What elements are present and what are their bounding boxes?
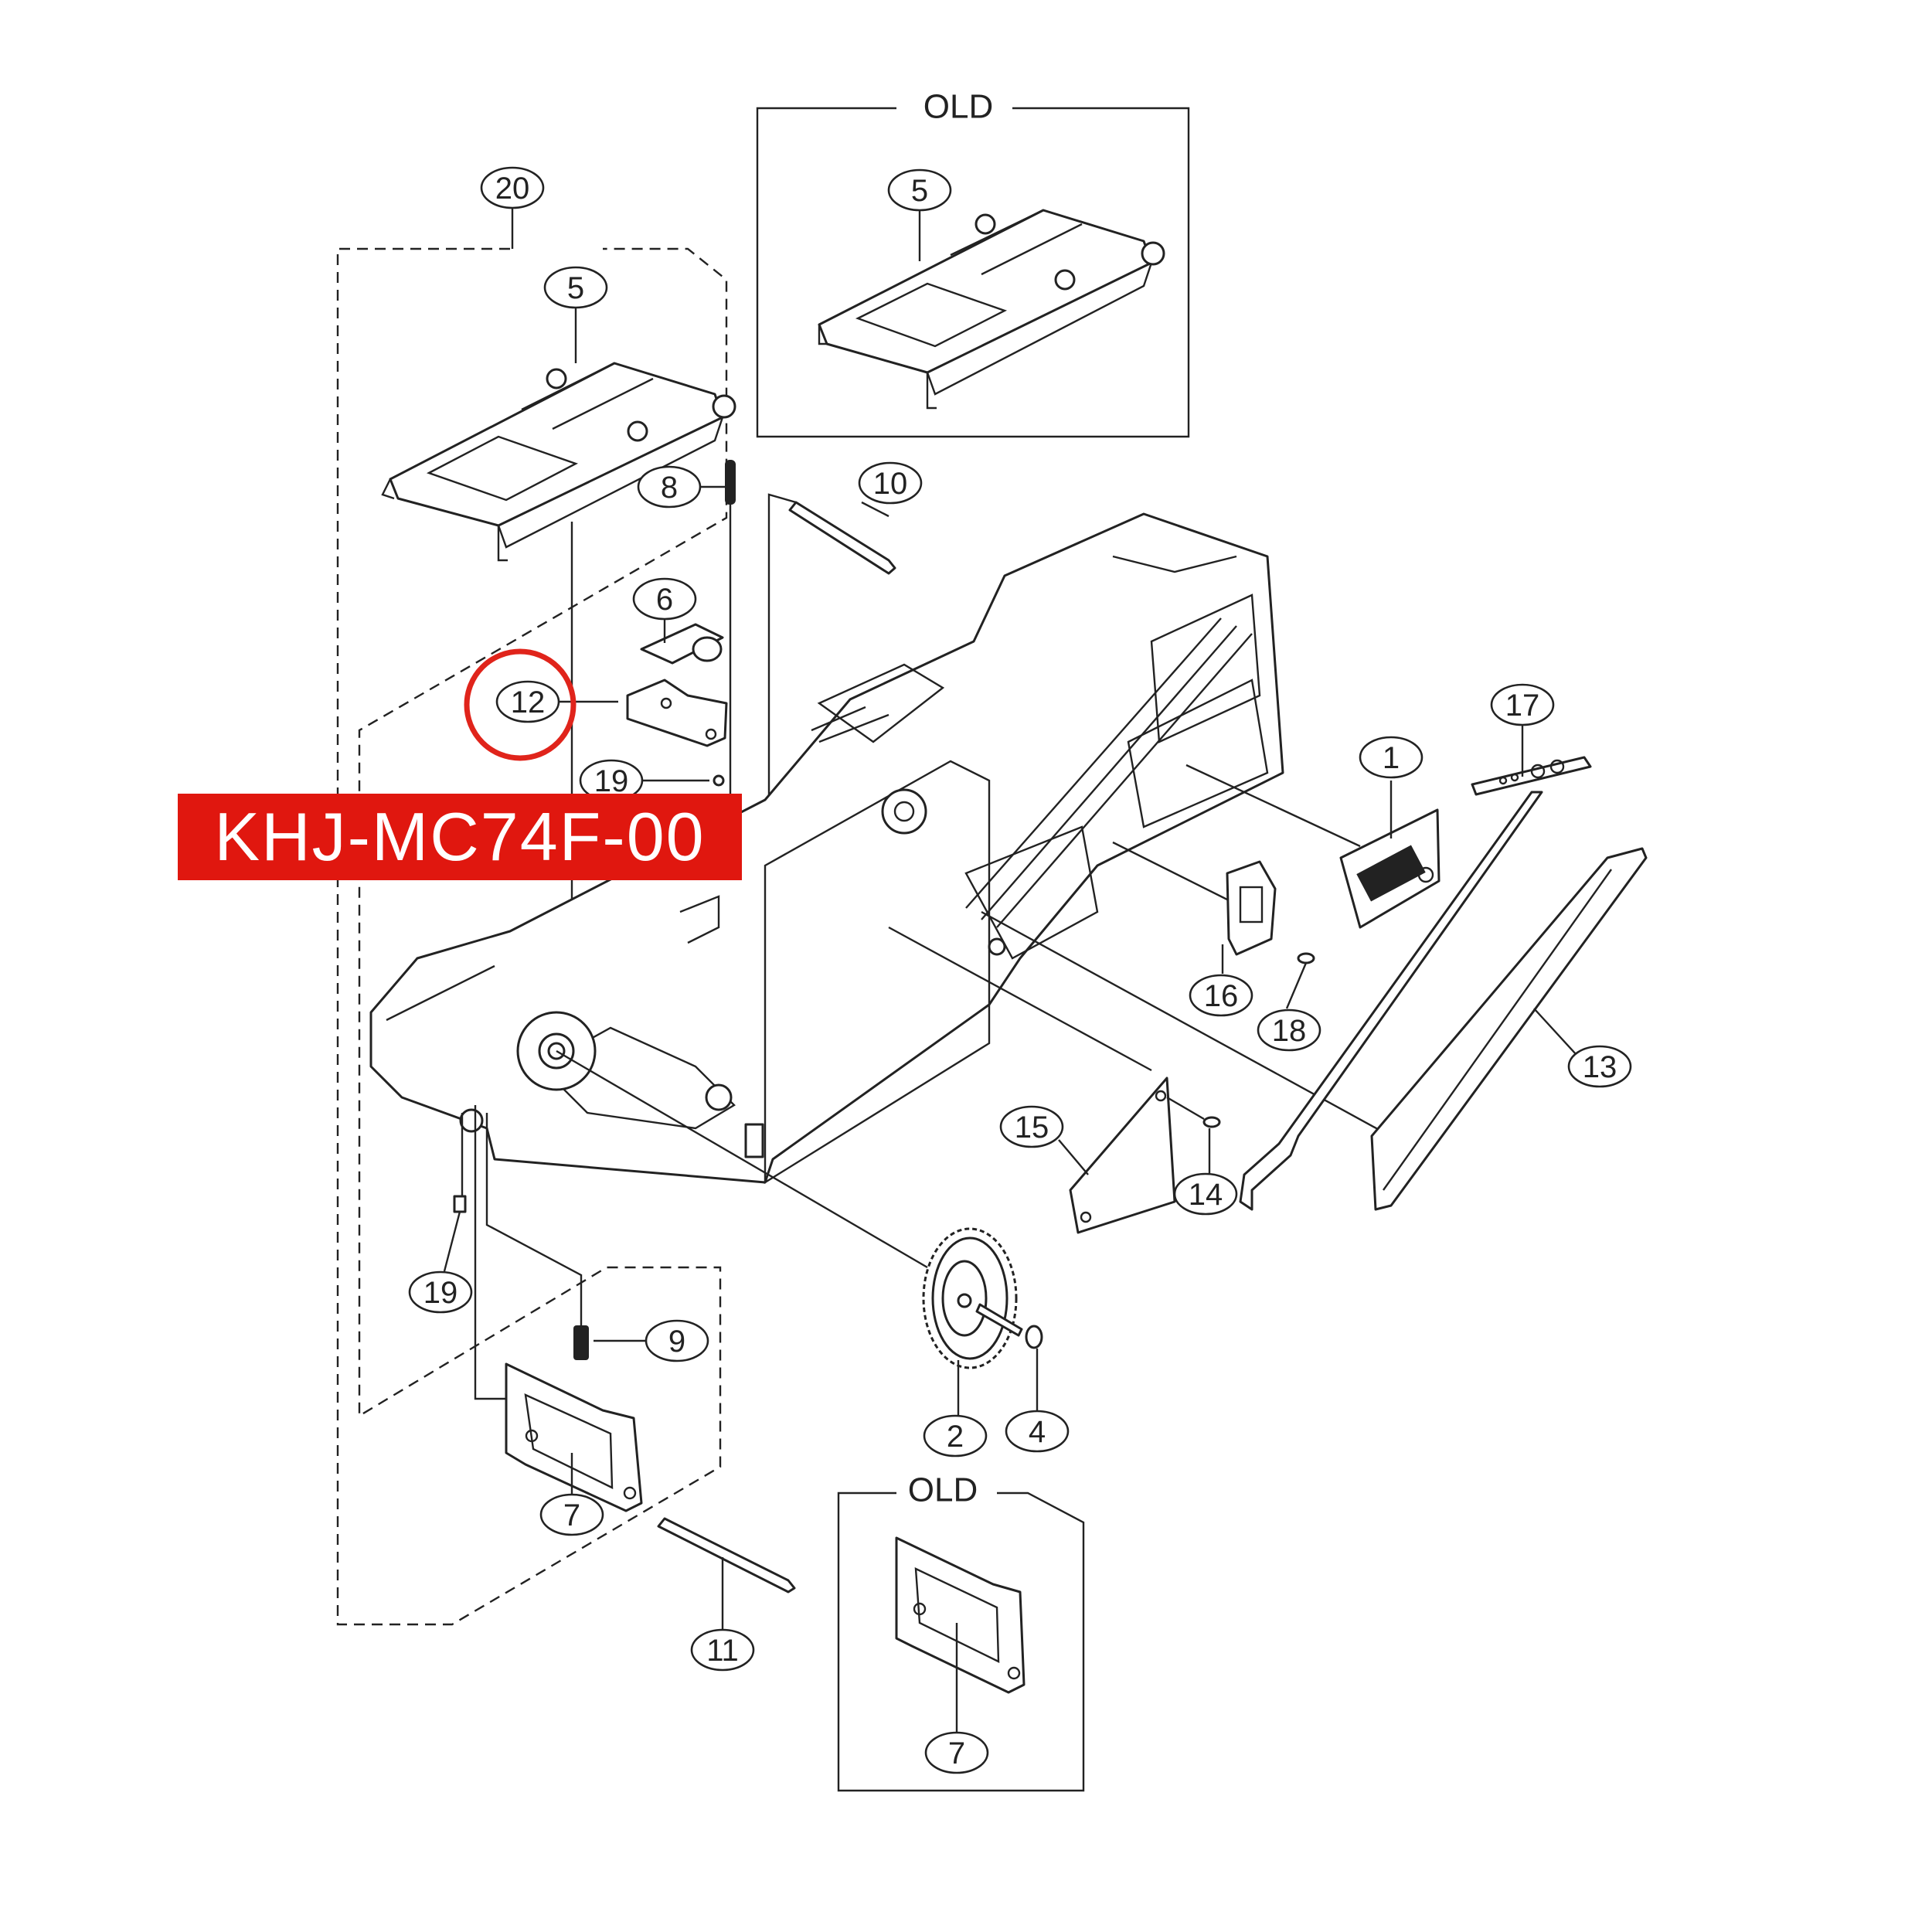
svg-text:4: 4 [1029, 1415, 1046, 1449]
old-box-top: OLD 5 [756, 88, 1190, 438]
callout-5-old: 5 [887, 168, 952, 212]
screw-part-4 [975, 1303, 1043, 1349]
set-screw-19-bottom [443, 1113, 467, 1272]
callout-1: 1 [1359, 736, 1423, 779]
callout-7-old: 7 [924, 1731, 989, 1774]
callout-14: 14 [1173, 1172, 1238, 1216]
plate-part-15 [1069, 1077, 1176, 1234]
callout-19-bottom: 19 [408, 1270, 473, 1314]
callout-13: 13 [1567, 1045, 1632, 1088]
svg-text:20: 20 [495, 172, 530, 206]
set-screw-19-top [713, 774, 725, 787]
shaft-part-11 [657, 1517, 796, 1594]
plate-part-6 [640, 623, 724, 665]
svg-text:18: 18 [1272, 1014, 1307, 1048]
tray-part-5 [381, 362, 736, 562]
shaft-part-10 [767, 493, 896, 927]
svg-text:1: 1 [1383, 741, 1400, 775]
spring-part-9 [485, 1113, 589, 1360]
feeder-main-body [369, 512, 1284, 1185]
svg-text:5: 5 [567, 271, 584, 305]
block-part-12 [626, 679, 728, 747]
screw-part-18 [1285, 952, 1315, 1009]
callout-8: 8 [637, 465, 702, 509]
svg-text:16: 16 [1204, 979, 1239, 1013]
bracket-part-7-old [895, 1536, 1026, 1694]
svg-text:14: 14 [1189, 1178, 1223, 1212]
svg-text:6: 6 [656, 583, 673, 617]
svg-text:7: 7 [563, 1498, 580, 1532]
svg-text:13: 13 [1583, 1050, 1617, 1084]
svg-text:10: 10 [873, 467, 908, 501]
svg-text:12: 12 [511, 685, 546, 719]
bracket-part-16 [1226, 860, 1277, 956]
old-box-top-title: OLD [923, 88, 993, 126]
callout-19-top: 19 [579, 759, 644, 802]
highlight-ring-12 [464, 648, 577, 761]
pin-part-8 [725, 460, 736, 796]
kit-20-outline: 20 [336, 166, 728, 1626]
old-box-bottom: OLD 7 [837, 1471, 1085, 1792]
strip-part-17 [1239, 756, 1592, 1211]
callout-10: 10 [858, 461, 923, 505]
svg-text:19: 19 [423, 1276, 458, 1310]
svg-text:2: 2 [947, 1420, 964, 1454]
callout-20: 20 [480, 166, 545, 209]
callout-11: 11 [690, 1628, 755, 1672]
svg-text:11: 11 [706, 1634, 739, 1668]
callout-15: 15 [999, 1105, 1064, 1148]
tray-part-5-old [818, 209, 1165, 410]
callout-5: 5 [543, 266, 608, 309]
svg-text:15: 15 [1015, 1111, 1049, 1145]
cover-part-13 [1370, 847, 1648, 1211]
svg-text:8: 8 [661, 471, 678, 505]
label-plate-part-1 [1339, 808, 1440, 929]
callout-12: 12 [495, 680, 560, 723]
part-number-banner: KHJ-MC74F-00 [178, 794, 742, 880]
svg-text:17: 17 [1505, 689, 1540, 723]
svg-text:5: 5 [911, 174, 928, 208]
screw-part-14 [1166, 1096, 1221, 1175]
callout-4: 4 [1005, 1410, 1070, 1453]
callout-9: 9 [645, 1319, 709, 1362]
svg-text:7: 7 [948, 1736, 965, 1770]
bracket-part-7 [474, 1105, 643, 1512]
callout-2: 2 [923, 1414, 988, 1458]
svg-text:19: 19 [594, 764, 629, 798]
svg-text:9: 9 [668, 1325, 685, 1359]
callout-6: 6 [632, 577, 697, 621]
sprocket-part-2 [922, 1227, 1018, 1369]
old-box-bottom-title: OLD [908, 1471, 978, 1509]
callout-18: 18 [1257, 1009, 1321, 1052]
callout-16: 16 [1189, 974, 1253, 1017]
callout-17: 17 [1490, 683, 1555, 726]
callout-7: 7 [539, 1493, 604, 1536]
